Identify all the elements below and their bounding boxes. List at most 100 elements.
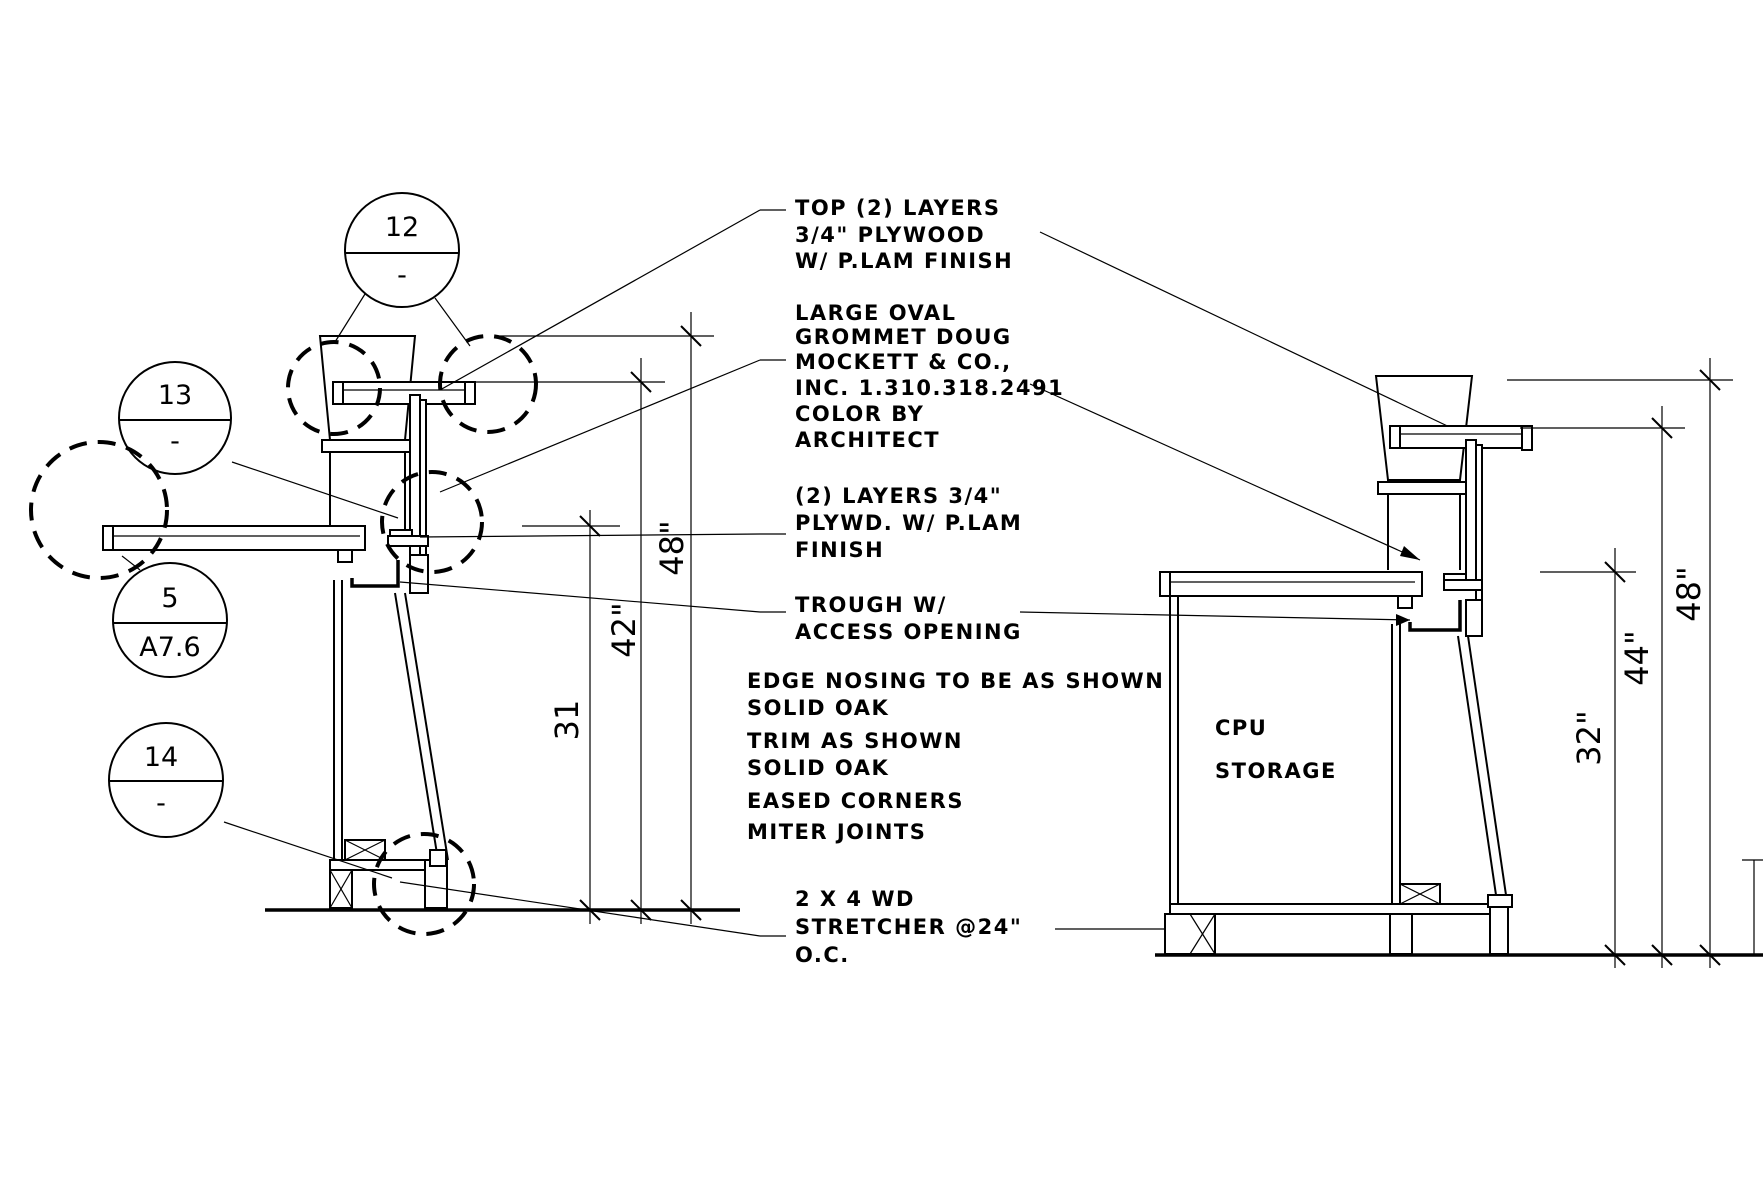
- cpu-storage-label-1: CPU: [1215, 716, 1267, 740]
- note-trough-line-1: TROUGH W/: [795, 593, 947, 617]
- note-layers-plywd-line-1: (2) LAYERS 3/4": [795, 484, 1002, 508]
- note-stretcher: 2 X 4 WD STRETCHER @24" O.C.: [795, 887, 1021, 967]
- dim-42-label: 42": [605, 602, 643, 657]
- leader-top-layers-left: [439, 209, 761, 391]
- note-stretcher-line-1: 2 X 4 WD: [795, 887, 915, 911]
- note-finish-line-5: EASED CORNERS: [747, 789, 964, 813]
- left-brace-2: [404, 592, 449, 861]
- left-upper-shelf: [332, 381, 476, 405]
- right-upper-shelf: [1389, 425, 1533, 449]
- note-finish-line-3: TRIM AS SHOWN: [747, 729, 963, 753]
- note-grommet-line-4: INC. 1.310.318.2491: [795, 376, 1064, 400]
- left-trough: [350, 560, 400, 588]
- note-layers-plywd-line-3: FINISH: [795, 538, 884, 562]
- detail-tag-12[interactable]: 12 -: [344, 192, 460, 308]
- note-grommet-line-5: COLOR BY: [795, 402, 924, 426]
- right-brace: [1457, 635, 1497, 896]
- note-stretcher-line-3: O.C.: [795, 943, 850, 967]
- detail-tag-5[interactable]: 5 A7.6: [112, 562, 228, 678]
- detail-tag-13-circle: [118, 361, 232, 475]
- detail-tag-5-circle: [112, 562, 228, 678]
- left-detail-circle-13: [380, 470, 484, 574]
- left-detail-circle-5: [29, 440, 169, 580]
- detail-tag-13-number: 13: [158, 380, 192, 411]
- note-top-layers-line-2: 3/4" PLYWOOD: [795, 223, 985, 247]
- dim-48r-tick-bot: [1699, 944, 1721, 966]
- right-dimensions: 32" 44" 48": [1507, 358, 1763, 968]
- note-layers-plywd: (2) LAYERS 3/4" PLYWD. W/ P.LAM FINISH: [795, 484, 1022, 562]
- right-back-panel: [1465, 439, 1477, 591]
- right-trough-trim: [1465, 599, 1483, 637]
- dim-48r-label: 48": [1670, 566, 1708, 621]
- left-work-surface-block: [337, 549, 353, 563]
- right-desk-section: CPU STORAGE 32" 44" 48": [1155, 358, 1763, 968]
- leader-grommet-arrow: [1400, 546, 1420, 560]
- note-top-layers: TOP (2) LAYERS 3/4" PLYWOOD W/ P.LAM FIN…: [795, 196, 1012, 273]
- leader-tag13: [231, 461, 399, 519]
- left-hutch-shelf: [321, 439, 413, 453]
- dim-42-tick-bot: [630, 899, 652, 921]
- right-hutch-shelf: [1377, 481, 1467, 495]
- detail-tag-14[interactable]: 14 -: [108, 722, 224, 838]
- right-work-surface-nosing: [1159, 571, 1171, 597]
- leader-tag5: [121, 555, 141, 571]
- note-trough: TROUGH W/ ACCESS OPENING: [795, 593, 1022, 644]
- dim-44-tick-bot: [1651, 944, 1673, 966]
- note-finish-line-4: SOLID OAK: [747, 756, 889, 780]
- detail-tag-13-sheet: -: [170, 426, 180, 457]
- note-finish: EDGE NOSING TO BE AS SHOWN SOLID OAK TRI…: [747, 669, 1164, 844]
- right-stretcher-x2: [1399, 883, 1441, 905]
- left-transaction-top: [387, 535, 429, 547]
- left-work-surface: [102, 525, 366, 551]
- note-grommet-line-6: ARCHITECT: [795, 428, 940, 452]
- detail-tag-12-circle: [344, 192, 460, 308]
- note-trough-line-2: ACCESS OPENING: [795, 620, 1022, 644]
- right-base-block-2: [1389, 913, 1413, 955]
- detail-tag-5-number: 5: [161, 583, 178, 614]
- dim-32-tick-bot: [1604, 944, 1626, 966]
- right-base-block: [1164, 913, 1216, 955]
- right-brace-2: [1467, 635, 1507, 896]
- detail-tag-14-number: 14: [144, 742, 178, 773]
- leader-trough-arrow: [1396, 614, 1410, 626]
- left-brace: [394, 592, 439, 861]
- left-detail-circle-12b: [438, 334, 538, 434]
- dim-48-label: 48": [653, 520, 691, 575]
- right-trough: [1408, 600, 1462, 632]
- leader-grommet-left: [439, 359, 761, 493]
- cpu-storage-label-2: STORAGE: [1215, 759, 1337, 783]
- right-base-block-x2: [1189, 913, 1216, 955]
- left-stretcher-x2: [344, 839, 386, 861]
- note-grommet: LARGE OVAL GROMMET DOUG MOCKETT & CO., I…: [795, 301, 1064, 452]
- right-leg-block: [1489, 906, 1509, 955]
- dim-31-label: 31: [548, 700, 586, 741]
- leader-tag12-b: [434, 297, 471, 347]
- right-work-surface-block: [1397, 595, 1413, 609]
- leader-trough-left: [399, 581, 761, 613]
- dim-42-tick-top: [630, 371, 652, 393]
- detail-tag-12-sheet: -: [397, 260, 407, 291]
- note-leaders: [399, 209, 1461, 937]
- detail-tag-13[interactable]: 13 -: [118, 361, 232, 475]
- note-grommet-line-3: MOCKETT & CO.,: [795, 350, 1012, 374]
- note-finish-line-1: EDGE NOSING TO BE AS SHOWN: [747, 669, 1164, 693]
- dim-44-label: 44": [1618, 630, 1656, 685]
- right-transaction-top: [1443, 579, 1483, 591]
- leader-tag14: [223, 821, 393, 879]
- leader-tag12-a: [334, 293, 366, 343]
- left-upper-shelf-nosing: [332, 381, 344, 405]
- dim-48r-tick-top: [1699, 369, 1721, 391]
- dim-48-tick-bot: [680, 899, 702, 921]
- dim-44-tick-top: [1651, 417, 1673, 439]
- note-grommet-line-2: GROMMET DOUG: [795, 325, 1012, 349]
- left-detail-circle-12a: [286, 340, 382, 436]
- dim-48-tick-top: [680, 325, 702, 347]
- detail-tag-14-sheet: -: [156, 788, 166, 819]
- leader-plywd-left: [419, 533, 761, 538]
- left-work-surface-nosing: [102, 525, 114, 551]
- leader-trough-right: [1019, 611, 1411, 621]
- note-top-layers-line-1: TOP (2) LAYERS: [795, 196, 1000, 220]
- note-layers-plywd-line-2: PLYWD. W/ P.LAM: [795, 511, 1022, 535]
- detail-tag-12-number: 12: [385, 212, 419, 243]
